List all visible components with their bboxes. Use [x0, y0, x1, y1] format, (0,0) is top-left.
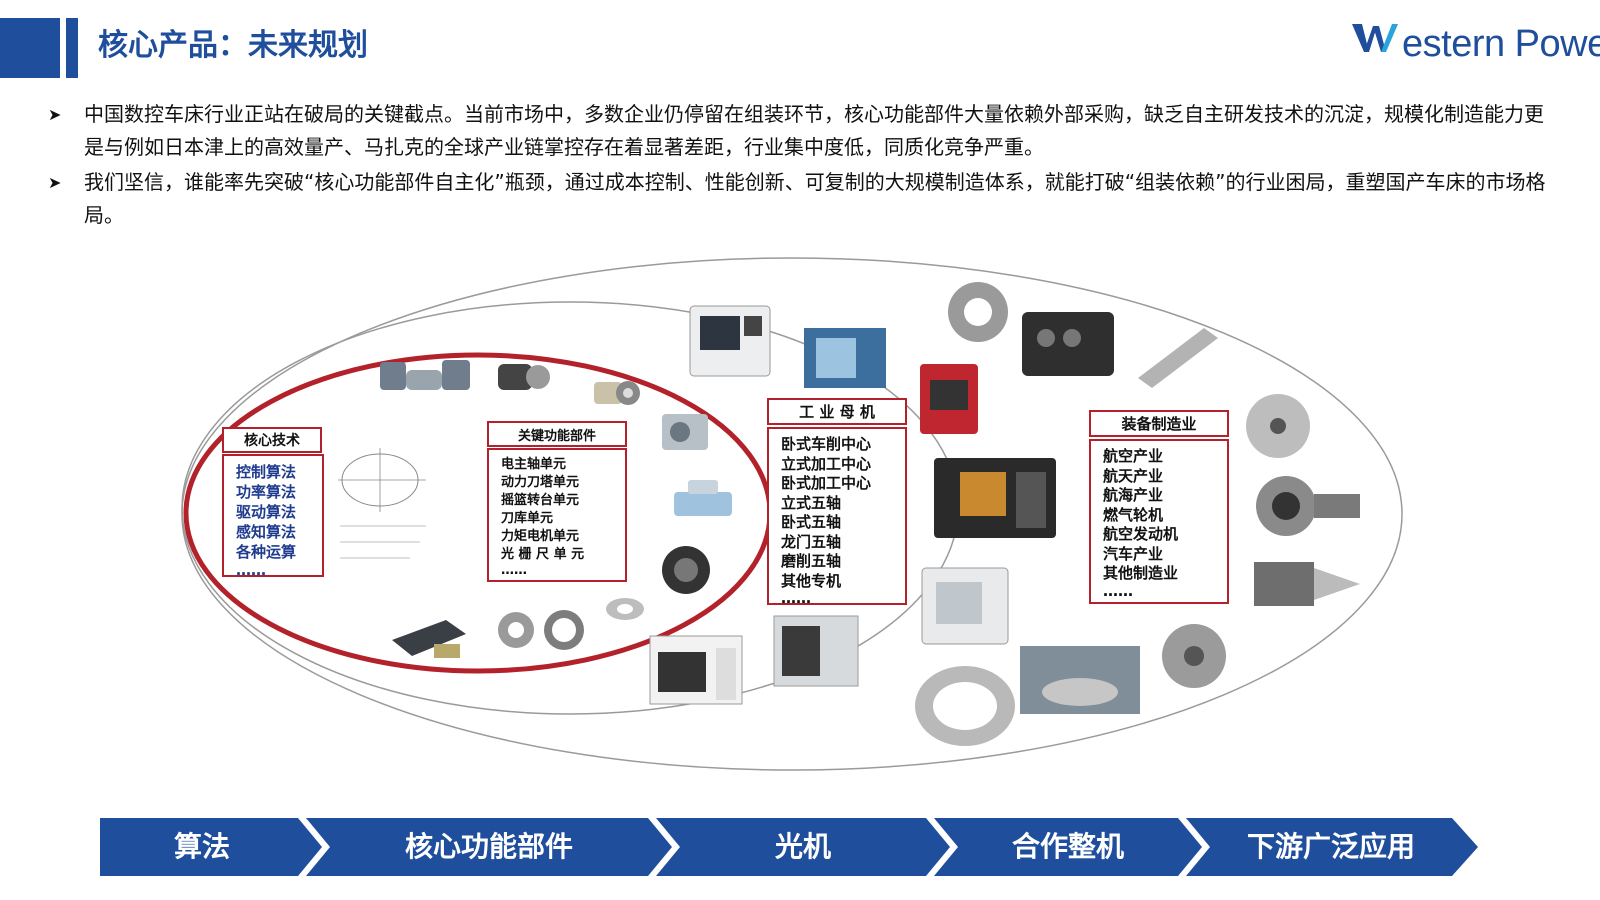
tool-turret-picture — [662, 414, 708, 450]
list-item: 龙门五轴 — [781, 532, 842, 551]
flow-chevron — [306, 818, 672, 876]
cnc-lathe-picture — [689, 305, 771, 377]
list-item: 控制算法 — [236, 463, 297, 481]
vertical-machining-center-picture — [804, 328, 886, 388]
engine-block-picture — [1022, 312, 1114, 376]
flow-step-complete-machine: 合作整机 — [1011, 830, 1124, 863]
impeller-picture — [1246, 394, 1310, 458]
compressor-wheel-picture — [1162, 624, 1226, 688]
flow-step-algorithm: 算法 — [173, 830, 230, 863]
bullet-item: ➤ 中国数控车床行业正站在破局的关键截点。当前市场中，多数企业仍停留在组装环节，… — [48, 98, 1548, 164]
list-item: 卧式加工中心 — [781, 474, 872, 492]
list-item: 各种运算 — [236, 543, 297, 561]
electric-spindle-picture — [594, 381, 640, 405]
bullet-text: 中国数控车床行业正站在破局的关键截点。当前市场中，多数企业仍停留在组装环节，核心… — [84, 102, 1544, 159]
list-item: 汽车产业 — [1103, 544, 1164, 563]
list-item: 其他制造业 — [1103, 564, 1179, 582]
list-item: 立式五轴 — [781, 493, 842, 512]
mazak-machine-picture — [934, 458, 1056, 538]
list-item: 感知算法 — [236, 523, 297, 541]
logo-w-icon — [1352, 24, 1398, 52]
flow-step-core-parts: 核心功能部件 — [404, 830, 573, 863]
core-tech-title-text: 核心技术 — [244, 433, 300, 449]
bullet-text: 我们坚信，谁能率先突破“核心功能部件自主化”瓶颈，通过成本控制、性能创新、可复制… — [84, 170, 1546, 227]
list-item: …… — [781, 589, 811, 607]
key-parts-title: 关键功能部件 — [487, 421, 627, 447]
arrow-bullet-icon: ➤ — [48, 105, 62, 124]
list-item: 卧式车削中心 — [781, 435, 872, 453]
tilting-table-picture — [674, 480, 732, 516]
flow-chevron — [656, 818, 950, 876]
list-item: 航空产业 — [1103, 447, 1164, 465]
industries-title: 装备制造业 — [1089, 410, 1229, 437]
machines-title-text: 工 业 母 机 — [799, 403, 875, 421]
logo-text: estern Power — [1402, 23, 1600, 65]
flow-chevron — [934, 818, 1202, 876]
arrow-bullet-icon: ➤ — [48, 173, 62, 192]
page-title: 核心产品：未来规划 — [98, 28, 368, 63]
turbine-blade-picture — [1138, 328, 1218, 388]
list-item: 光 栅 尺 单 元 — [501, 547, 585, 562]
list-item: 卧式五轴 — [781, 513, 842, 531]
machines-title: 工 业 母 机 — [767, 398, 907, 425]
key-parts-list: 电主轴单元 动力刀塔单元 摇篮转台单元 刀库单元 力矩电机单元 光 栅 尺 单 … — [487, 448, 627, 582]
list-item: 力矩电机单元 — [501, 529, 580, 544]
turbine-rotor-picture — [1254, 562, 1360, 606]
servo-motor-picture — [380, 360, 470, 390]
list-item: …… — [501, 563, 527, 578]
flow-chevron — [1186, 818, 1478, 876]
machining-process-picture — [1020, 646, 1140, 714]
key-parts-title-text: 关键功能部件 — [517, 428, 596, 444]
list-item: 摇篮转台单元 — [501, 493, 580, 508]
five-axis-machine-picture — [921, 567, 1009, 645]
list-item: 磨削五轴 — [781, 552, 842, 570]
list-item: 刀库单元 — [501, 511, 554, 526]
gantry-machine-picture — [649, 635, 743, 705]
header-block — [0, 18, 60, 78]
spindle-motor-picture — [498, 364, 550, 390]
list-item: 驱动算法 — [236, 503, 297, 521]
value-chain-flow: 算法 核心功能部件 光机 合作整机 下游广泛应用 — [100, 818, 1500, 876]
jet-engine-picture — [1256, 476, 1360, 536]
bullet-item: ➤ 我们坚信，谁能率先突破“核心功能部件自主化”瓶颈，通过成本控制、性能创新、可… — [48, 166, 1548, 232]
flow-chevron — [100, 818, 322, 876]
industries-list: 航空产业 航天产业 航海产业 燃气轮机 航空发动机 汽车产业 其他制造业 …… — [1089, 439, 1229, 604]
list-item: 燃气轮机 — [1103, 505, 1164, 524]
company-logo: estern Power — [1352, 18, 1600, 68]
gearbox-housing-picture — [948, 282, 1008, 342]
core-tech-title: 核心技术 — [222, 427, 322, 453]
industries-title-text: 装备制造业 — [1121, 415, 1197, 433]
core-tech-list: 控制算法 功率算法 驱动算法 感知算法 各种运算 …… — [222, 454, 324, 579]
machines-list: 卧式车削中心 立式加工中心 卧式加工中心 立式五轴 卧式五轴 龙门五轴 磨削五轴… — [767, 427, 907, 607]
intro-bullets: ➤ 中国数控车床行业正站在破局的关键截点。当前市场中，多数企业仍停留在组装环节，… — [48, 98, 1548, 234]
list-item: 动力刀塔单元 — [501, 475, 580, 490]
flow-step-optical-machine: 光机 — [774, 830, 831, 863]
list-item: 电主轴单元 — [501, 457, 567, 472]
list-item: 其他专机 — [781, 571, 842, 590]
large-bearing-picture — [915, 666, 1015, 746]
tool-magazine-picture — [662, 546, 710, 594]
list-item: …… — [236, 561, 266, 579]
formula-sketch-picture — [338, 448, 426, 559]
list-item: 航海产业 — [1103, 486, 1164, 504]
bearing-picture — [606, 598, 644, 620]
flow-step-downstream: 下游广泛应用 — [1246, 830, 1415, 863]
list-item: 航天产业 — [1103, 466, 1164, 485]
header-bar — [66, 18, 78, 78]
list-item: 立式加工中心 — [781, 454, 872, 473]
encoder-and-bearings-picture — [392, 610, 584, 658]
list-item: 航空发动机 — [1103, 525, 1179, 543]
red-machine-picture — [920, 364, 978, 434]
list-item: …… — [1103, 581, 1133, 600]
horizontal-machine-picture — [773, 615, 859, 687]
flow-chevrons — [100, 818, 1478, 876]
list-item: 功率算法 — [236, 483, 297, 501]
